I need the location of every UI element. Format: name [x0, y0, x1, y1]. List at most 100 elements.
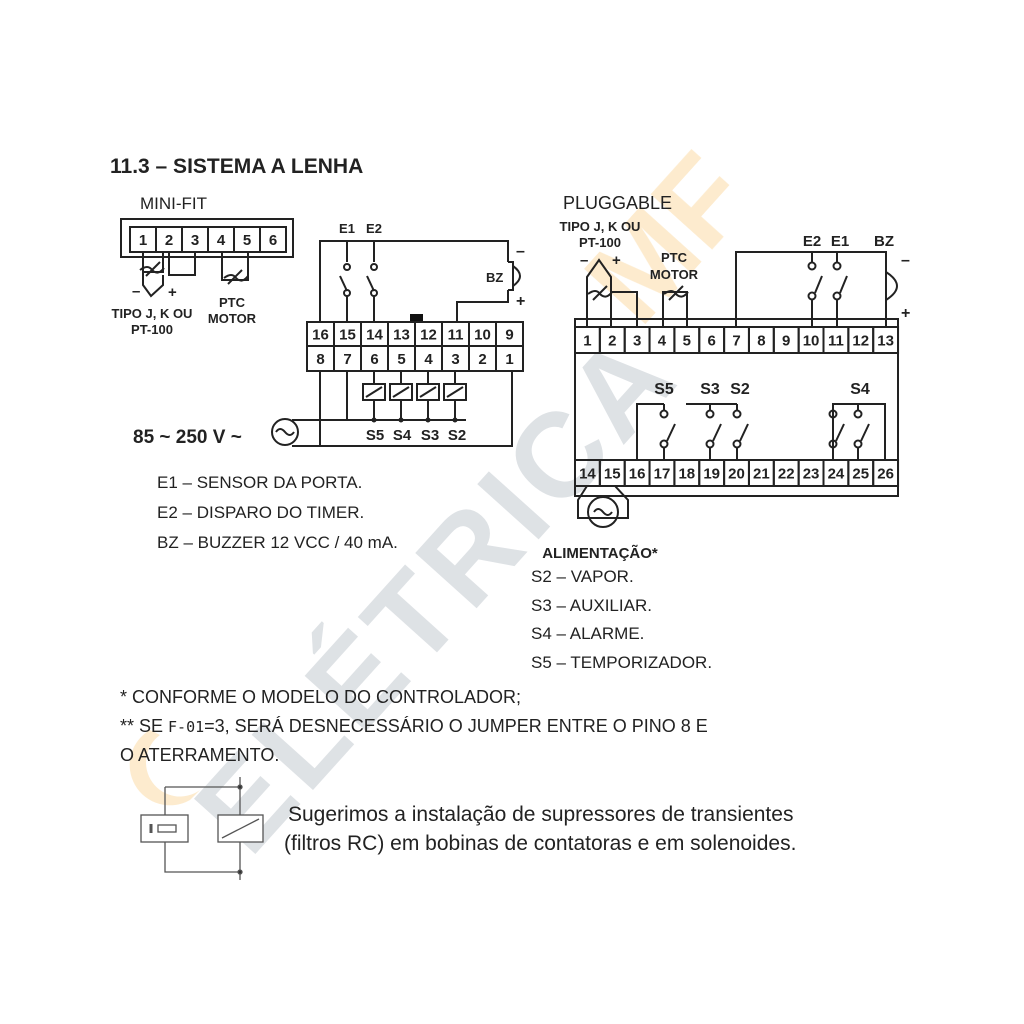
pluggable-bottom-pin-number: 19 — [703, 465, 720, 482]
relay-coil-icon — [389, 383, 413, 401]
note-2-prefix: ** SE — [120, 716, 168, 736]
suggestion-line-1: Sugerimos a instalação de supressores de… — [288, 803, 793, 826]
legend-left: E1 – SENSOR DA PORTA. E2 – DISPARO DO TI… — [157, 473, 398, 552]
sensor-label: TIPO J, K OU — [112, 306, 193, 321]
rc-filter-diagram — [140, 777, 264, 880]
minifit-pin-number: 3 — [191, 232, 199, 249]
pluggable-e2-switch-icon — [807, 261, 823, 327]
e1-switch-icon — [339, 263, 351, 322]
e2-switch-icon — [366, 263, 378, 322]
pluggable-top-pin-number: 6 — [708, 332, 716, 349]
pluggable-bottom-pin-number: 26 — [877, 465, 894, 482]
s3-label: S3 — [700, 381, 720, 398]
pluggable-bottom-pin-number: 16 — [629, 465, 646, 482]
section-title: 11.3 – SISTEMA A LENHA — [110, 155, 363, 178]
relay-coil-icon — [416, 383, 440, 401]
terminal-top-number: 12 — [420, 326, 437, 343]
legend-s2: S2 – VAPOR. — [531, 567, 634, 586]
relay-switch-icon — [705, 409, 722, 460]
note-3: O ATERRAMENTO. — [120, 745, 279, 765]
terminal-bottom-number: 7 — [343, 351, 351, 368]
relay-coil-icon — [443, 383, 467, 401]
terminal-top-number: 16 — [312, 326, 329, 343]
ptc-label-2: MOTOR — [208, 311, 257, 326]
output-label: S3 — [421, 427, 439, 444]
output-label: S2 — [448, 427, 466, 444]
sensor-plus: + — [168, 284, 177, 301]
pluggable-top-pin-number: 11 — [828, 332, 844, 349]
terminal-top-number: 10 — [474, 326, 491, 343]
relay-coils — [362, 371, 467, 423]
terminal-top-number: 9 — [505, 326, 513, 343]
pluggable-bottom-pin-number: 18 — [678, 465, 695, 482]
legend-e2: E2 – DISPARO DO TIMER. — [157, 503, 364, 522]
terminal-bottom-number: 3 — [451, 351, 459, 368]
pluggable-top-pin-number: 4 — [658, 332, 667, 349]
terminal-top-number: 13 — [393, 326, 410, 343]
minifit-pin-number: 1 — [139, 232, 147, 249]
pluggable-top-pin-number: 7 — [732, 332, 740, 349]
pluggable-e2-label: E2 — [803, 233, 821, 250]
pluggable-bottom-pin-number: 15 — [604, 465, 621, 482]
pluggable-terminal-block: PLUGGABLE TIPO J, K OU PT-100 – + PTC MO… — [542, 193, 910, 562]
buzzer-icon — [456, 261, 521, 322]
pluggable-bottom-pin-number: 24 — [828, 465, 845, 482]
pluggable-label: PLUGGABLE — [563, 193, 672, 213]
pluggable-top-pin-number: 5 — [683, 332, 691, 349]
terminal-bottom-number: 5 — [397, 351, 405, 368]
relay-switch-icon — [828, 409, 845, 460]
relay-switch-icon — [732, 409, 749, 460]
terminal-top-number: 14 — [366, 326, 383, 343]
s4-label: S4 — [850, 381, 870, 398]
pluggable-bottom-pin-number: 23 — [803, 465, 820, 482]
bz-minus: – — [516, 243, 525, 260]
pluggable-e1-switch-icon — [832, 261, 848, 327]
s5-label: S5 — [654, 381, 674, 398]
voltage-label: 85 ~ 250 V ~ — [133, 427, 242, 448]
pluggable-top-pin-number: 1 — [583, 332, 591, 349]
notes: * CONFORME O MODELO DO CONTROLADOR; ** S… — [120, 687, 708, 765]
svg-text:ELÉTRICA: ELÉTRICA — [170, 306, 703, 877]
ptc-label: PTC — [219, 295, 246, 310]
pluggable-ptc-label: PTC — [661, 250, 688, 265]
pluggable-bottom-pin-number: 17 — [654, 465, 671, 482]
legend-right: S2 – VAPOR. S3 – AUXILIAR. S4 – ALARME. … — [531, 567, 712, 672]
sensor-label-2: PT-100 — [131, 322, 173, 337]
power-label: ALIMENTAÇÃO* — [542, 544, 658, 562]
pluggable-bottom-pin-number: 21 — [753, 465, 770, 482]
e1-label: E1 — [339, 221, 355, 236]
terminal-bottom-number: 8 — [316, 351, 324, 368]
pluggable-bz-minus: – — [901, 252, 910, 269]
legend-bz: BZ – BUZZER 12 VCC / 40 mA. — [157, 533, 398, 552]
pluggable-plus: + — [612, 252, 621, 269]
minifit-label: MINI-FIT — [140, 194, 207, 213]
note-2-suffix: =3, SERÁ DESNECESSÁRIO O JUMPER ENTRE O … — [204, 716, 708, 736]
pluggable-top-pin-number: 12 — [852, 332, 869, 349]
minifit-pin-number: 6 — [269, 232, 277, 249]
pluggable-bottom-pin-number: 22 — [778, 465, 795, 482]
terminal-bottom-number: 6 — [370, 351, 378, 368]
pluggable-bottom-pin-number: 14 — [579, 465, 596, 482]
pluggable-top-pin-number: 9 — [782, 332, 790, 349]
minifit-pin-cell — [259, 226, 287, 253]
minifit-pin-number: 5 — [243, 232, 251, 249]
legend-s5: S5 – TEMPORIZADOR. — [531, 653, 712, 672]
pluggable-sensor-label-2: PT-100 — [579, 235, 621, 250]
pluggable-top-pin-number: 3 — [633, 332, 641, 349]
pluggable-buzzer-icon — [885, 270, 898, 302]
note-2-param: F-01 — [168, 718, 204, 736]
pluggable-top-pin-number: 8 — [757, 332, 765, 349]
legend-s3: S3 – AUXILIAR. — [531, 596, 652, 615]
thermistor-icon — [139, 261, 165, 277]
legend-e1: E1 – SENSOR DA PORTA. — [157, 473, 362, 492]
terminal-bottom-cell — [495, 345, 524, 372]
terminal-top-number: 15 — [339, 326, 356, 343]
pluggable-top-pin-number: 2 — [608, 332, 616, 349]
e2-label: E2 — [366, 221, 382, 236]
terminal-bottom-number: 4 — [424, 351, 433, 368]
ac-power-icon — [271, 418, 299, 446]
relay-switch-icon — [853, 409, 870, 460]
terminal-bottom-number: 1 — [505, 351, 513, 368]
